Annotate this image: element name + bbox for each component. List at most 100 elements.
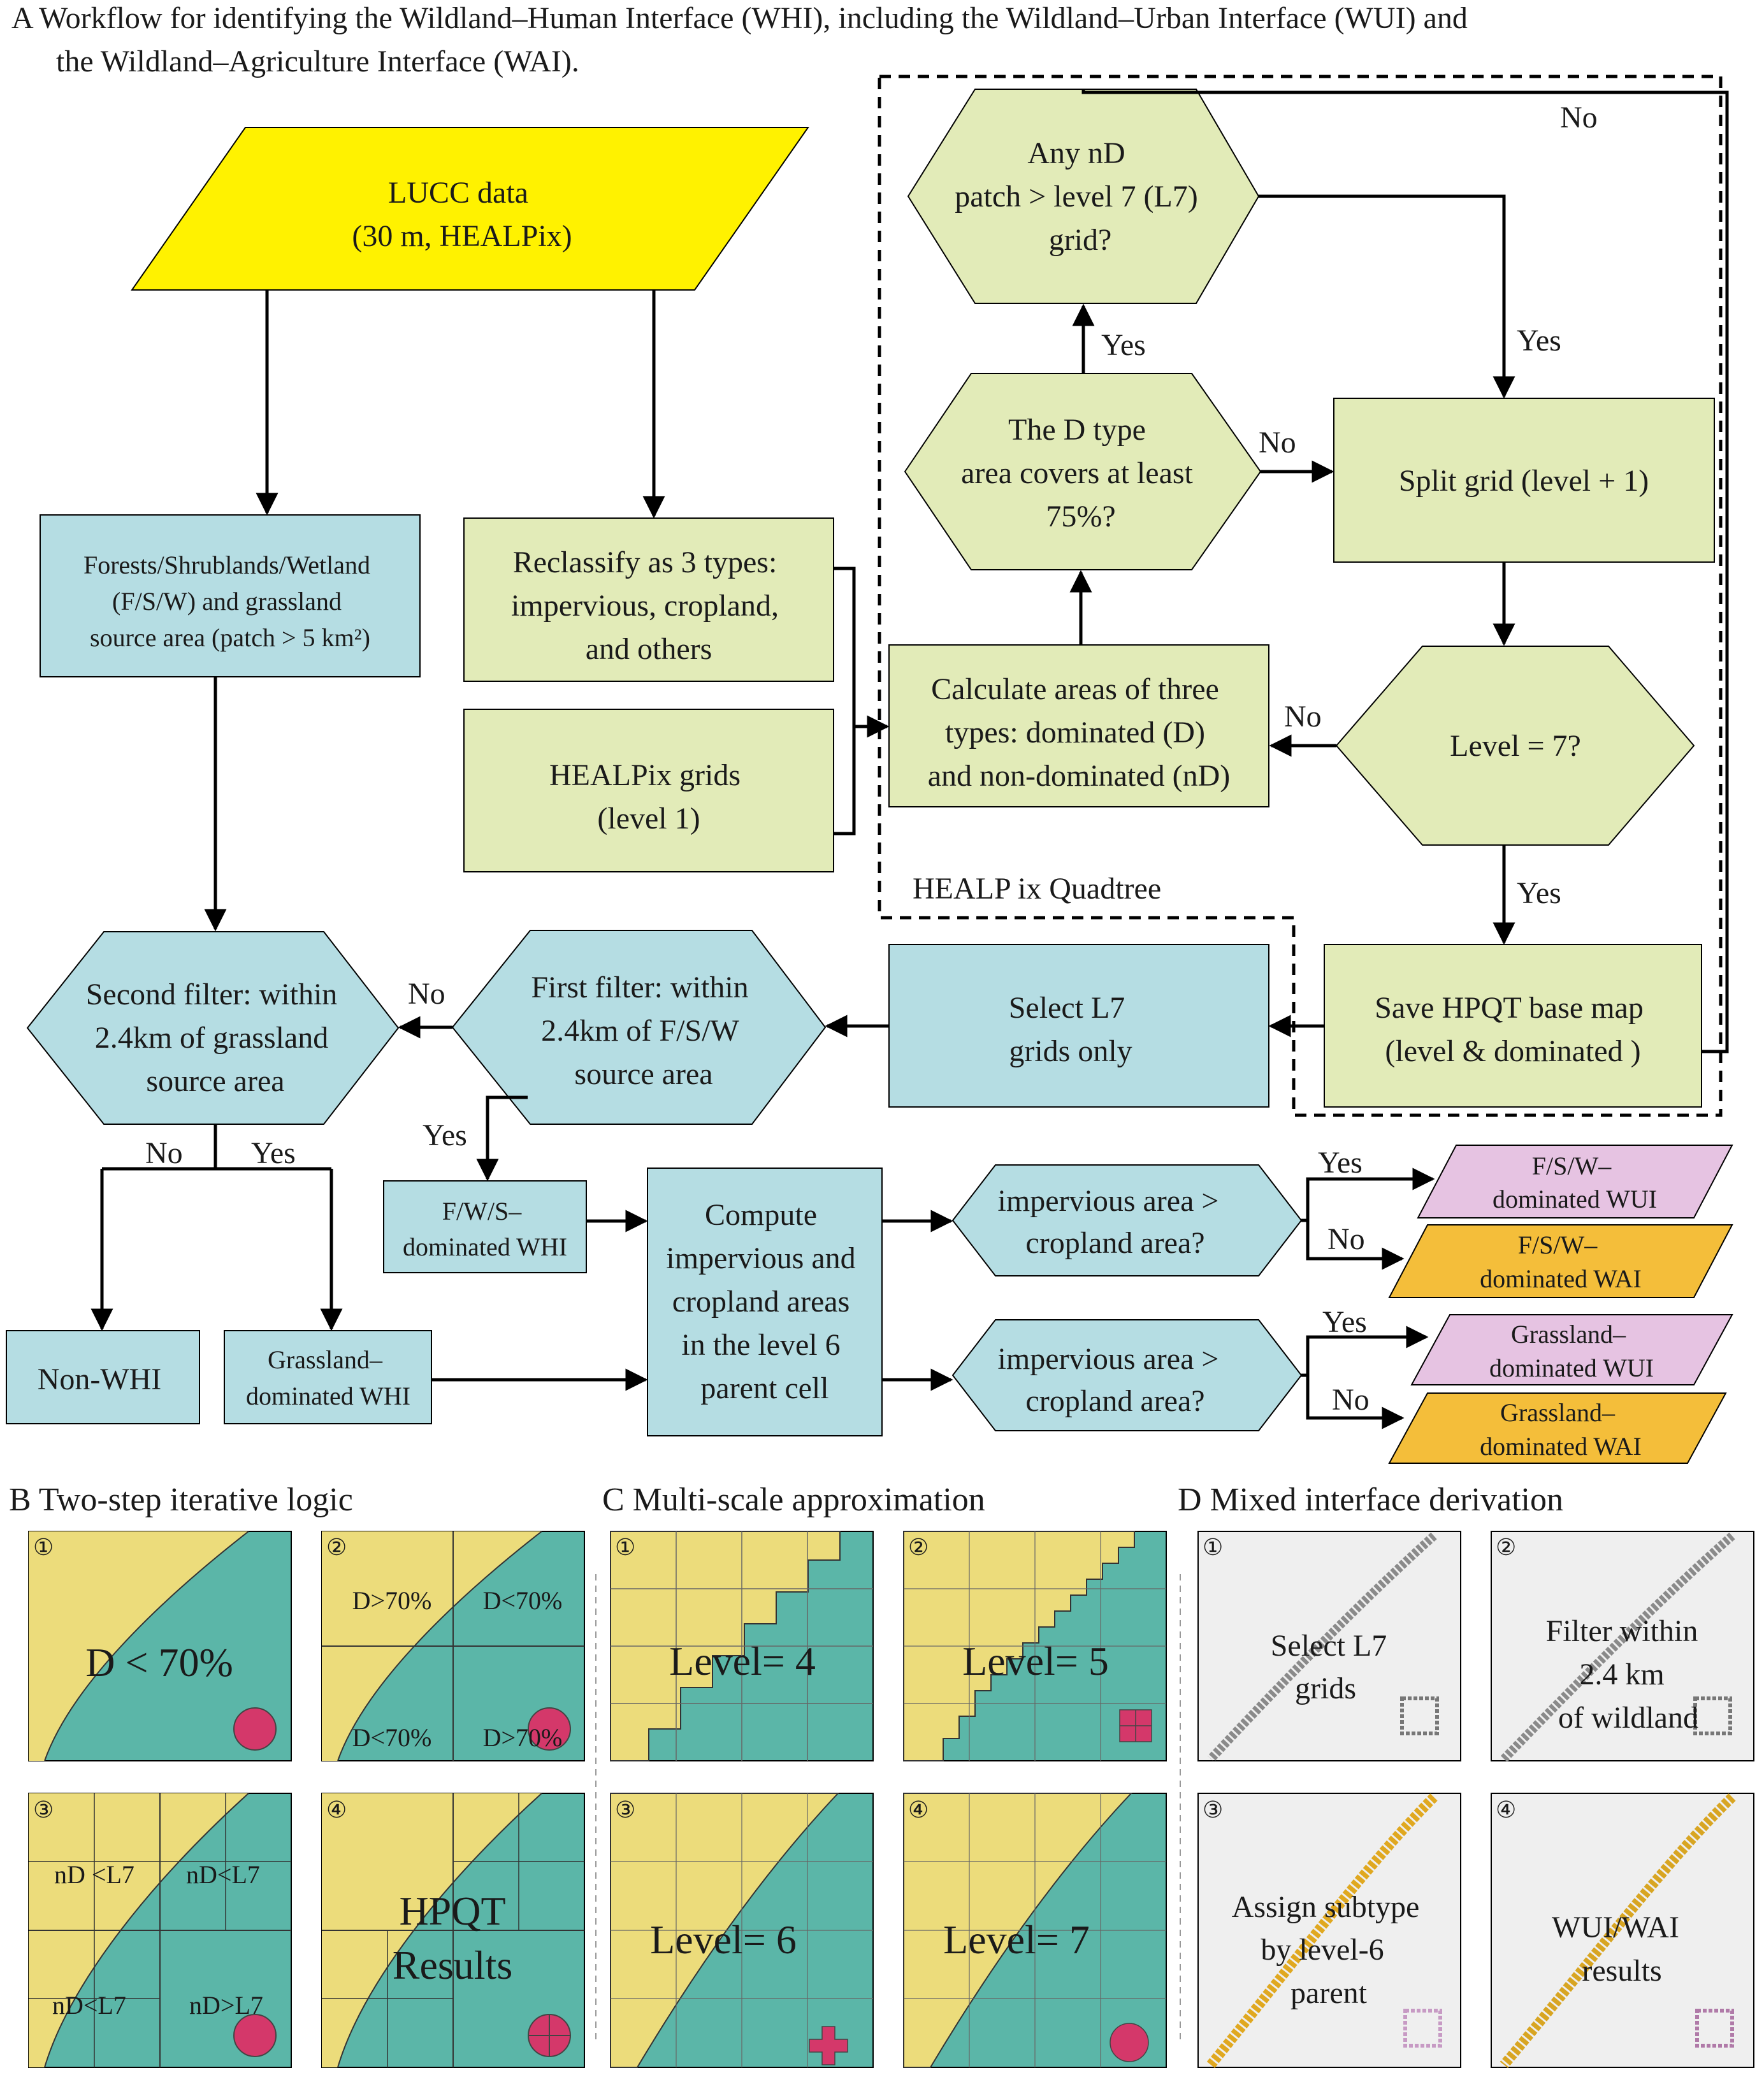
save-hpqt-box bbox=[1324, 944, 1702, 1108]
any-nd-label: Any nD patch > level 7 (L7) grid? bbox=[955, 136, 1206, 257]
svg-text:nD <L7: nD <L7 bbox=[54, 1860, 134, 1889]
calculate-areas-box bbox=[888, 644, 1269, 807]
svg-text:②: ② bbox=[326, 1535, 347, 1560]
d-type-label: The D type area covers at least 75%? bbox=[961, 413, 1201, 533]
svg-text:of wildland: of wildland bbox=[1558, 1701, 1698, 1735]
first-filter-label: First filter: within 2.4km of F/S/W sour… bbox=[531, 971, 756, 1091]
panel-a: A Workflow for identifying the Wildland–… bbox=[6, 1, 1733, 1464]
svg-text:nD<L7: nD<L7 bbox=[186, 1860, 260, 1889]
panel-d-tile-1: ① Select L7 grids bbox=[1197, 1531, 1461, 1762]
svg-text:②: ② bbox=[1496, 1535, 1516, 1560]
reclassify-box bbox=[463, 517, 834, 682]
healpix-grids-label: HEALPix grids (level 1) bbox=[549, 758, 748, 835]
svg-text:Yes: Yes bbox=[1318, 1146, 1363, 1180]
svg-text:No: No bbox=[1560, 101, 1598, 134]
svg-text:No: No bbox=[1332, 1383, 1370, 1417]
compute-areas-box bbox=[647, 1168, 883, 1436]
svg-text:③: ③ bbox=[33, 1797, 54, 1823]
calculate-areas-label: Calculate areas of three types: dominate… bbox=[928, 672, 1231, 793]
panel-c-tile-2: ② Level= 5 bbox=[903, 1531, 1167, 1761]
svg-text:results: results bbox=[1582, 1954, 1661, 1988]
panel-b-tile-3: ③ nD <L7 nD<L7 nD<L7 nD>L7 bbox=[28, 1793, 292, 2068]
select-l7-box bbox=[888, 944, 1269, 1108]
svg-text:No: No bbox=[145, 1136, 183, 1170]
svg-text:WUI/WAI: WUI/WAI bbox=[1552, 1911, 1679, 1944]
panel-c: C Multi-scale approximation ① Level= 4 ② bbox=[602, 1482, 1181, 2068]
svg-text:Filter within: Filter within bbox=[1546, 1614, 1698, 1648]
split-grid-box bbox=[1333, 398, 1715, 563]
svg-text:Yes: Yes bbox=[1322, 1305, 1367, 1339]
grass-wai-output bbox=[1388, 1392, 1727, 1464]
svg-text:nD>L7: nD>L7 bbox=[189, 1991, 263, 2020]
svg-text:①: ① bbox=[1203, 1535, 1223, 1560]
svg-text:D < 70%: D < 70% bbox=[85, 1640, 233, 1685]
grass-wai-label: Grassland– dominated WAI bbox=[1480, 1398, 1642, 1461]
svg-text:parent: parent bbox=[1290, 1976, 1368, 2010]
svg-text:Level= 7: Level= 7 bbox=[943, 1917, 1090, 1962]
svg-text:①: ① bbox=[615, 1535, 635, 1560]
level7-decision bbox=[1335, 646, 1695, 846]
svg-text:④: ④ bbox=[908, 1797, 929, 1823]
save-hpqt-label: Save HPQT base map (level & dominated ) bbox=[1375, 991, 1651, 1068]
second-filter-label: Second filter: within 2.4km of grassland… bbox=[86, 978, 345, 1098]
svg-text:grids: grids bbox=[1295, 1672, 1356, 1705]
fsw-source-area-box bbox=[40, 514, 421, 677]
svg-text:Yes: Yes bbox=[1517, 324, 1561, 358]
branch-labels: No Yes Yes No No Yes No Yes No Yes Yes N… bbox=[145, 101, 1598, 1417]
non-whi-box bbox=[6, 1330, 200, 1424]
impervious-decision-fsw-label: impervious area > cropland area? bbox=[998, 1184, 1227, 1260]
svg-text:D<70%: D<70% bbox=[483, 1586, 563, 1615]
panel-c-tile-3: ③ Level= 6 bbox=[610, 1793, 874, 2068]
svg-text:Yes: Yes bbox=[423, 1118, 467, 1152]
svg-text:Yes: Yes bbox=[1101, 328, 1146, 362]
fsw-wai-output bbox=[1388, 1224, 1733, 1298]
grass-wui-label: Grassland– dominated WUI bbox=[1489, 1320, 1654, 1382]
panel-d-tile-3: ③ Assign subtype by level-6 parent bbox=[1197, 1793, 1461, 2069]
quadtree-label: HEALP ix Quadtree bbox=[913, 872, 1161, 906]
panel-c-title: C Multi-scale approximation bbox=[602, 1482, 985, 1518]
lucc-data-label: LUCC data (30 m, HEALPix) bbox=[352, 176, 572, 253]
svg-text:HPQT: HPQT bbox=[399, 1888, 505, 1934]
panel-b: B Two-step iterative logic ① D < 70% ② D… bbox=[9, 1482, 596, 2068]
grassland-dominated-whi-box bbox=[224, 1330, 432, 1424]
svg-text:D>70%: D>70% bbox=[352, 1586, 432, 1615]
svg-text:②: ② bbox=[908, 1535, 929, 1560]
grass-wui-output bbox=[1410, 1314, 1733, 1385]
connectors bbox=[90, 89, 1729, 1429]
svg-text:①: ① bbox=[33, 1535, 54, 1560]
panel-b-tile-2: ② D>70% D<70% D<70% D>70% bbox=[321, 1531, 585, 1761]
level7-label: Level = 7? bbox=[1450, 729, 1581, 763]
panel-d-tile-2: ② Filter within 2.4 km of wildland bbox=[1491, 1531, 1754, 1762]
svg-text:by level-6: by level-6 bbox=[1261, 1933, 1384, 1967]
healpix-grids-box bbox=[463, 709, 834, 872]
svg-text:④: ④ bbox=[1496, 1797, 1516, 1823]
svg-text:Select L7: Select L7 bbox=[1271, 1629, 1387, 1663]
svg-text:No: No bbox=[408, 977, 445, 1011]
compute-areas-label: Compute impervious and cropland areas in… bbox=[666, 1198, 863, 1405]
svg-text:Level= 4: Level= 4 bbox=[669, 1638, 816, 1684]
reclassify-label: Reclassify as 3 types: impervious, cropl… bbox=[511, 546, 786, 666]
split-grid-label: Split grid (level + 1) bbox=[1399, 464, 1649, 498]
panel-d: D Mixed interface derivation ① Select L7… bbox=[1178, 1482, 1754, 2069]
svg-text:④: ④ bbox=[326, 1797, 347, 1823]
fsw-wui-output bbox=[1417, 1145, 1733, 1218]
svg-text:nD<L7: nD<L7 bbox=[52, 1991, 126, 2020]
grassland-dominated-whi-label: Grassland– dominated WHI bbox=[246, 1345, 410, 1410]
svg-text:2.4 km: 2.4 km bbox=[1579, 1658, 1664, 1691]
panel-d-title: D Mixed interface derivation bbox=[1178, 1482, 1563, 1518]
panel-a-title-line1: A Workflow for identifying the Wildland–… bbox=[11, 1, 1468, 35]
panel-d-tile-4: ④ WUI/WAI results bbox=[1491, 1793, 1754, 2069]
fsw-wai-label: F/S/W– dominated WAI bbox=[1480, 1231, 1642, 1293]
select-l7-label: Select L7 grids only bbox=[1009, 991, 1133, 1068]
impervious-decision-grass-label: impervious area > cropland area? bbox=[998, 1342, 1227, 1418]
fws-dominated-whi-box bbox=[383, 1180, 587, 1273]
fws-dominated-whi-label: F/W/S– dominated WHI bbox=[403, 1197, 567, 1261]
svg-text:No: No bbox=[1259, 426, 1296, 459]
svg-text:No: No bbox=[1284, 700, 1322, 734]
panel-c-tile-1: ① Level= 4 bbox=[610, 1531, 874, 1761]
panel-b-title: B Two-step iterative logic bbox=[9, 1482, 353, 1518]
non-whi-label: Non-WHI bbox=[38, 1363, 162, 1396]
panel-a-title-line2: the Wildland–Agriculture Interface (WAI)… bbox=[56, 45, 579, 78]
svg-text:No: No bbox=[1327, 1222, 1365, 1256]
panel-c-tile-4: ④ Level= 7 bbox=[903, 1793, 1167, 2068]
